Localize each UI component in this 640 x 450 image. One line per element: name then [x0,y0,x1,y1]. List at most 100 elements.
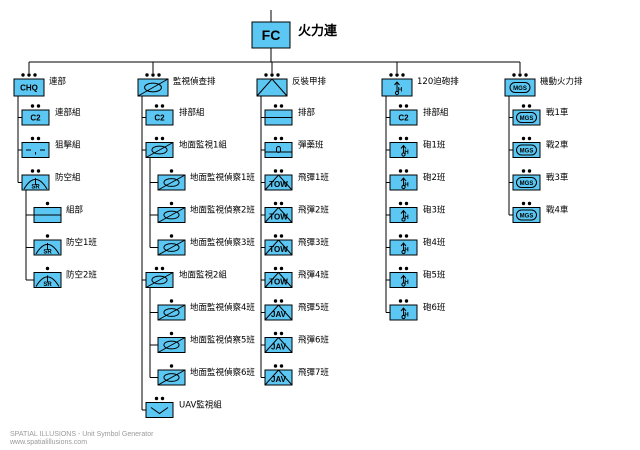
unit-label: 反裝甲排 [292,76,327,87]
page-title: 火力連 [298,23,338,39]
mortar-icon: H [389,272,418,288]
echelon-dots [169,299,174,303]
echelon-dots [45,234,50,238]
unit-label: 地面監視偵察6班 [190,367,255,378]
echelon-dots [154,396,165,401]
mgs-icon: MGS [512,207,541,223]
mgs-icon: MGS [512,109,541,126]
unit-label: 砲3班 [423,205,446,216]
footer-url: www.spatialillusions.com [10,439,88,446]
symbol-text: JAV [271,375,287,384]
unit-label: 砲6班 [423,302,446,313]
c2-icon: C2 [21,109,50,126]
antiarmor-icon: JAV [264,336,293,353]
symbol-text: H [404,313,408,319]
unit-label: 地面監視偵察2班 [190,205,255,216]
symbol-text: MGS [520,116,534,122]
echelon-dots [30,136,41,141]
echelon-dots [398,104,409,108]
mortar-icon: H [389,174,418,191]
unit-label: 砲5班 [423,270,446,281]
echelon-dots [169,331,174,336]
echelon-dots [273,201,284,206]
echelon-dots [145,73,161,77]
unit-label: 飛彈1班 [298,172,329,183]
echelon-dots [398,136,409,141]
unit-label: 排部組 [179,107,205,118]
antiarmor-icon: TOW [264,174,293,191]
unit-label: 地面監視偵察5班 [190,335,255,346]
unit-label: 地面監視偵察3班 [190,237,255,248]
mgs-icon: MGS [512,174,541,191]
antiarmor-icon: TOW [264,239,293,256]
chq-icon: CHQ [13,78,45,97]
mortar-icon: H [389,304,418,321]
echelon-dots [398,169,409,173]
unit-label: 連部 [49,76,67,87]
symbol-text: H [404,150,408,156]
symbol-text: H [404,183,408,189]
symbol-text: SR [31,185,40,191]
echelon-dots [521,201,532,206]
symbol-text: JAV [271,343,287,352]
unit-label: 飛彈5班 [298,302,329,313]
symbol-text: TOW [269,213,288,222]
unit-label: 連部組 [55,107,81,118]
echelon-dots [273,299,284,303]
uav-icon [145,402,174,418]
mortar-icon: H [389,207,418,223]
unit-label: 地面監視1組 [179,140,227,151]
symbol-text: H [398,88,402,94]
antiarmor-icon: JAV [264,369,293,386]
echelon-dots [273,364,284,368]
surveillance-icon [157,337,186,353]
echelon-dots [154,104,165,108]
unit-label: 砲2班 [423,172,446,183]
surveillance-icon [145,272,174,288]
echelon-dots [169,201,174,206]
symbol-text: TOW [269,245,288,254]
symbol-text: MGS [520,149,534,155]
unit-label: 砲1班 [423,140,446,151]
echelon-dots [273,169,284,173]
c2-icon: C2 [145,109,174,126]
mgs-icon: MGS [504,78,536,97]
unit-label: 飛彈3班 [298,237,329,248]
unit-label: 戰2車 [546,140,569,151]
fc-icon: FC [251,21,291,49]
air-defense-icon: SR [33,239,62,256]
echelon-dots [169,234,174,238]
unit-label: 防空1班 [66,237,97,248]
symbol-text: C2 [154,114,165,123]
echelon-dots [398,299,409,303]
antiarmor-icon: TOW [264,206,293,223]
unit-label: 飛彈2班 [298,205,329,216]
symbol-text: MGS [520,214,534,220]
antiarmor-icon [256,78,288,97]
echelon-dots [398,266,409,271]
mortar-icon: H [389,239,418,256]
surveillance-icon [145,142,174,158]
unit-label: 地面監視2組 [179,270,227,281]
c2-icon: C2 [389,109,418,126]
echelon-dots [169,364,174,368]
unit-label: 戰1車 [546,107,569,118]
air-defense-icon: SR [33,272,62,288]
surveillance-icon [157,369,186,386]
echelon-dots [154,266,165,271]
echelon-dots [45,266,50,271]
hq-line-icon [33,207,62,223]
unit-label: 排部 [298,107,316,118]
unit-label: 防空組 [55,172,81,183]
unit-label: 砲4班 [423,237,446,248]
echelon-dots [521,104,532,108]
unit-label: 戰3車 [546,172,569,183]
echelon-dots [398,201,409,206]
echelon-dots [30,169,41,173]
echelon-dots [154,136,165,141]
mortar-icon: H [389,142,418,158]
unit-label: 機動火力排 [540,76,583,87]
symbol-text: TOW [269,278,288,287]
echelon-dots [273,266,284,271]
